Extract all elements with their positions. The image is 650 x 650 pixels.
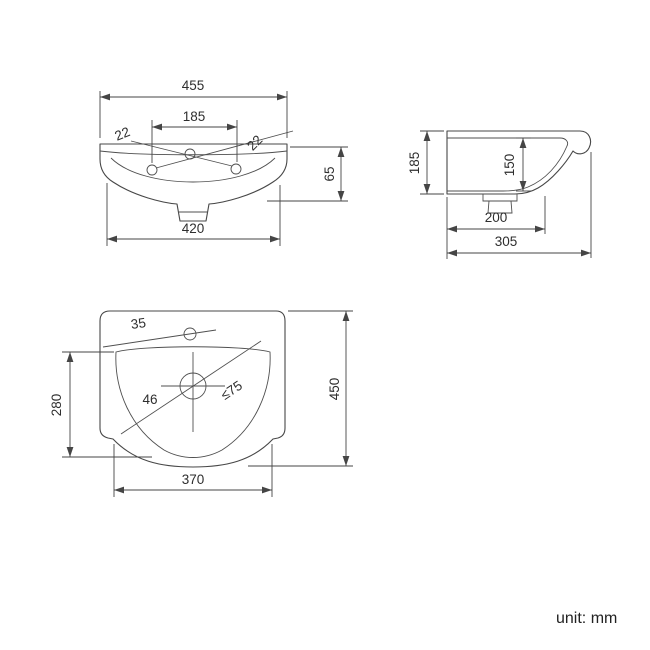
front-rim-inner-line bbox=[99, 150, 288, 156]
dim-overall-length-450: 450 bbox=[248, 310, 353, 467]
top-tap-hole bbox=[183, 327, 197, 341]
top-bowl-outline bbox=[115, 346, 271, 458]
dim-wall-to-drain-200: 200 bbox=[446, 196, 546, 259]
side-basin-outline bbox=[446, 130, 592, 195]
top-tap-hole-leader bbox=[102, 329, 217, 348]
dim-150-label: 150 bbox=[502, 154, 517, 177]
dim-185-side-label: 185 bbox=[407, 152, 422, 175]
dim-side-height-185: 185 bbox=[407, 130, 444, 195]
dim-280-label: 280 bbox=[49, 394, 64, 417]
side-drain-flange bbox=[482, 194, 518, 202]
dim-overall-width-455: 455 bbox=[99, 78, 288, 138]
front-view: 22 22 455 185 65 420 bbox=[99, 78, 348, 246]
top-drain-diagonal-leader bbox=[120, 340, 262, 435]
dim-bowl-length-280: 280 bbox=[49, 351, 152, 458]
dim-inner-depth-150: 150 bbox=[502, 137, 531, 192]
front-tap-hole-left bbox=[146, 164, 158, 176]
dim-bowl-width-370: 370 bbox=[113, 444, 273, 497]
front-basin-outline bbox=[99, 143, 288, 222]
dim-450-label: 450 bbox=[327, 378, 342, 401]
dim-35-label: 35 bbox=[130, 315, 147, 332]
front-leader-right bbox=[155, 130, 294, 169]
side-view: 185 150 200 305 bbox=[407, 130, 592, 259]
dim-420-label: 420 bbox=[182, 221, 205, 236]
dim-305-label: 305 bbox=[495, 234, 518, 249]
front-hole-left-label: 22 bbox=[113, 124, 133, 144]
dim-65-label: 65 bbox=[322, 166, 337, 181]
dim-75-label: ≤75 bbox=[218, 378, 245, 403]
dim-455-label: 455 bbox=[182, 78, 205, 93]
front-hole-right-label: 22 bbox=[244, 132, 265, 153]
dim-370-label: 370 bbox=[182, 472, 205, 487]
unit-note: unit: mm bbox=[556, 610, 617, 627]
front-tap-hole-right bbox=[230, 163, 242, 175]
dim-200-label: 200 bbox=[485, 210, 508, 225]
dim-overall-depth-305: 305 bbox=[447, 152, 592, 258]
front-bowl-arc bbox=[110, 157, 276, 183]
dim-rim-height-65: 65 bbox=[267, 146, 348, 202]
front-leader-left bbox=[130, 140, 233, 167]
dim-46-label: 46 bbox=[142, 392, 157, 407]
dim-base-width-420: 420 bbox=[106, 183, 281, 246]
dim-tap-spacing-185: 185 bbox=[151, 109, 238, 163]
top-basin-outline bbox=[99, 310, 286, 468]
side-drain-pipe bbox=[487, 200, 513, 214]
side-basin-inner-line bbox=[447, 137, 569, 192]
dim-185-front-label: 185 bbox=[183, 109, 206, 124]
top-view: 35 46 ≤75 450 280 370 bbox=[49, 310, 353, 497]
